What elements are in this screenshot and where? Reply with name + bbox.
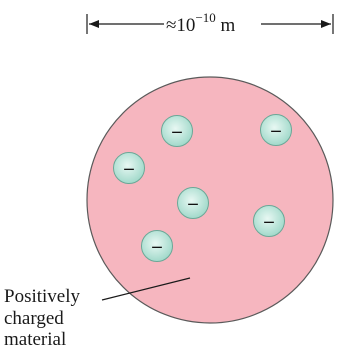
electron: – <box>261 115 292 146</box>
electron-minus-sign: – <box>187 193 198 214</box>
dimension-indicator: ≈10−10 m <box>87 10 333 36</box>
electron: – <box>114 153 145 184</box>
dimension-left-arrowhead <box>89 20 99 28</box>
label-line-positively: Positively <box>4 287 80 307</box>
electron: – <box>254 206 285 237</box>
electron-minus-sign: – <box>123 158 134 179</box>
electron-minus-sign: – <box>270 120 281 141</box>
electron: – <box>178 188 209 219</box>
positive-charge-sphere <box>87 77 333 323</box>
electron: – <box>142 231 173 262</box>
dimension-unit: m <box>216 15 236 36</box>
dimension-label: ≈10−10 m <box>166 10 236 36</box>
electron-minus-sign: – <box>171 121 182 142</box>
electron-minus-sign: – <box>263 211 274 232</box>
electron: – <box>162 116 193 147</box>
dimension-right-arrowhead <box>321 20 331 28</box>
dimension-exponent: −10 <box>195 10 215 25</box>
label-line-charged: charged <box>4 309 64 329</box>
electron-minus-sign: – <box>151 236 162 257</box>
label-line-material: material <box>4 330 66 350</box>
dimension-approx: ≈10 <box>166 15 195 36</box>
